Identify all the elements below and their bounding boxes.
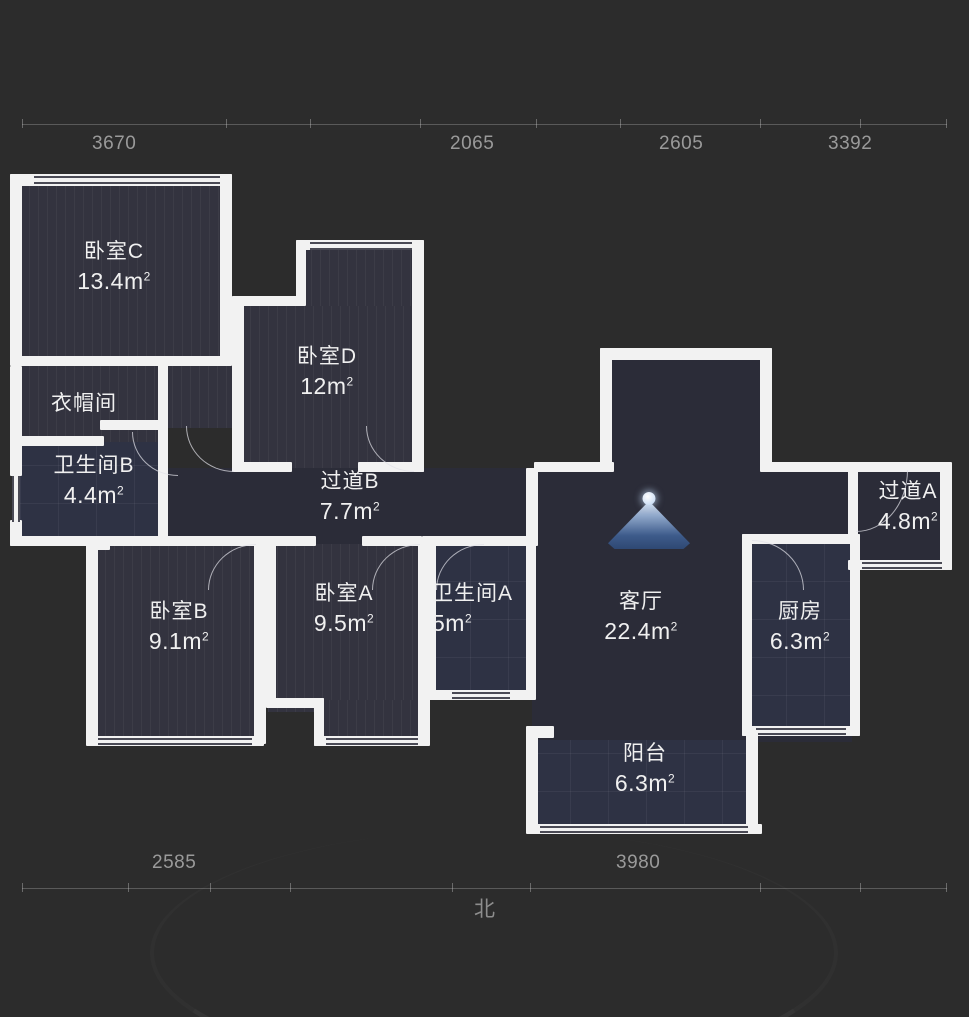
window-bedroom-a xyxy=(326,738,422,745)
ceiling-lamp-icon xyxy=(608,492,690,550)
bottom-dimension-1: 3980 xyxy=(616,852,661,873)
window-bedroom-c xyxy=(34,176,224,184)
window-bathroom-b xyxy=(12,476,20,522)
room-floor-bathroom-a xyxy=(432,544,532,696)
window-bedroom-d xyxy=(310,242,420,250)
room-floor-balcony xyxy=(532,740,758,830)
room-floor-bedroom-d-upper xyxy=(302,244,420,306)
north-compass-label: 北 xyxy=(474,898,495,921)
room-floor-living-upper xyxy=(600,350,770,470)
window-bedroom-b xyxy=(98,738,252,745)
room-floor-bedroom-c xyxy=(20,180,232,360)
window-balcony xyxy=(540,826,748,833)
window-kitchen xyxy=(756,728,846,735)
top-dimension-0: 3670 xyxy=(92,133,137,154)
window-bathroom-a xyxy=(452,692,510,699)
bottom-dimension-0: 2585 xyxy=(152,852,197,873)
window-hallway-a xyxy=(862,562,942,569)
door-bedroom-d-left xyxy=(186,426,234,472)
top-dimension-2: 2605 xyxy=(659,133,704,154)
decorative-arc xyxy=(150,830,838,1017)
top-dimension-1: 2065 xyxy=(450,133,495,154)
top-dimension-3: 3392 xyxy=(828,133,873,154)
